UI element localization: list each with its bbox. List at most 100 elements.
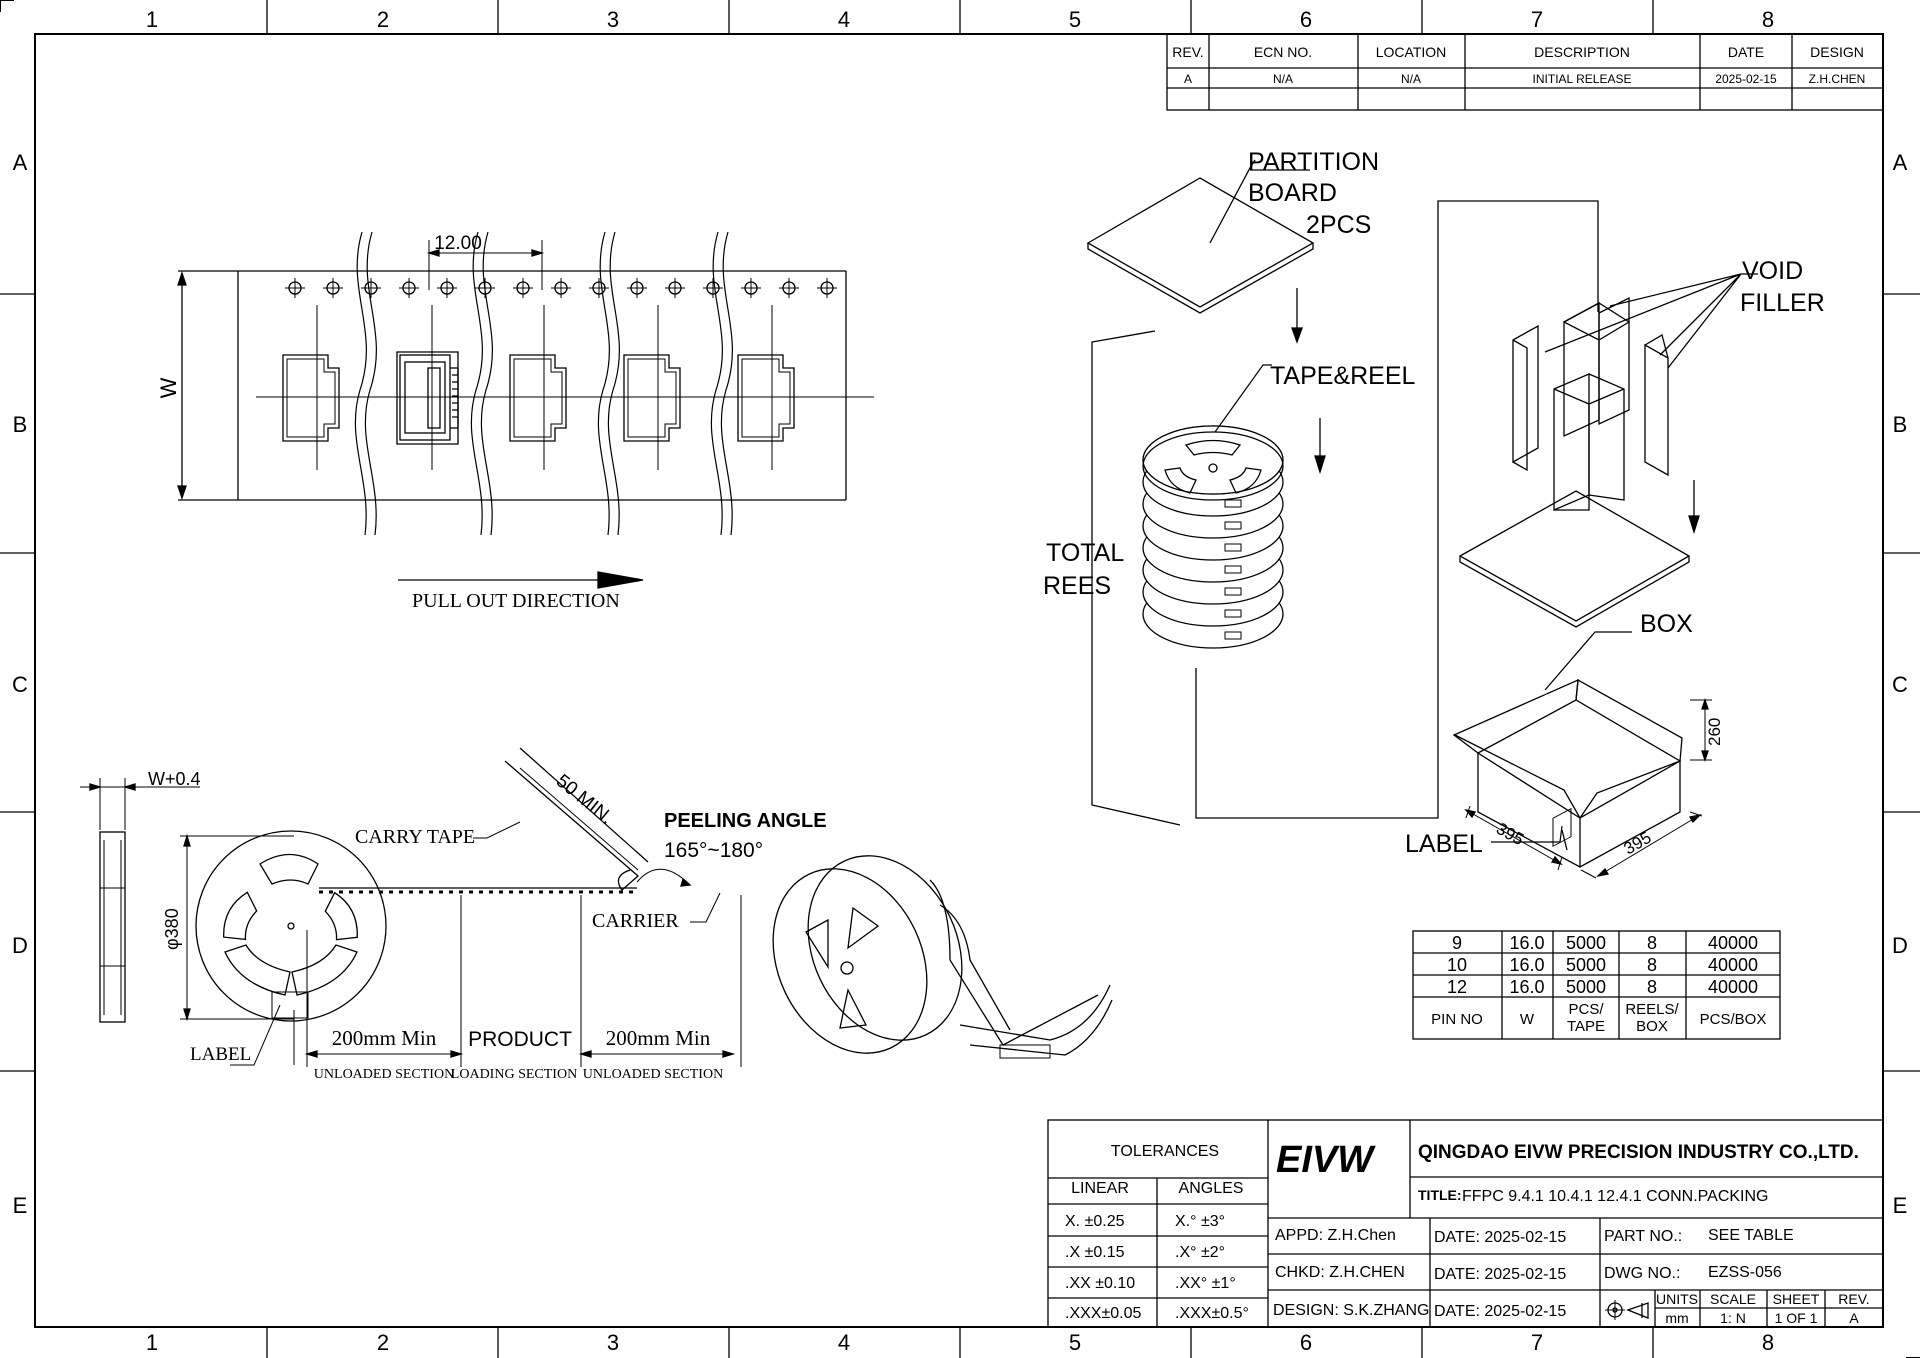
zone-column-bottom-5: 5 — [1069, 1330, 1081, 1355]
reel-3d — [772, 855, 1113, 1059]
rev-cell-date: 2025-02-15 — [1715, 72, 1777, 86]
approved-by: APPD: Z.H.Chen — [1275, 1227, 1396, 1244]
void-filler-label-1: VOID — [1742, 257, 1803, 285]
part-number-label: PART NO.: — [1604, 1228, 1682, 1245]
zone-row-right-B: B — [1893, 412, 1908, 437]
connector-part — [399, 354, 459, 441]
tape-top-view: W 12.00 — [156, 231, 874, 612]
peeling-angle-range: 165°~180° — [664, 839, 763, 862]
title-field-label: TITLE: — [1418, 1187, 1462, 1203]
angle-tol-0: X.° ±3° — [1175, 1213, 1225, 1230]
stacked-reel-top — [1142, 425, 1284, 501]
reel-width-dim: W+0.4 — [148, 769, 201, 789]
scale-value: 1: N — [1720, 1310, 1746, 1326]
section-3-name: UNLOADED SECTION — [583, 1067, 723, 1082]
reel-side-profile: W+0.4 — [80, 769, 201, 1023]
zone-column-bottom-7: 7 — [1531, 1330, 1543, 1355]
pack-cell-r0-c3: 8 — [1647, 933, 1657, 953]
design-date: DATE: 2025-02-15 — [1434, 1303, 1566, 1320]
zone-row-right-D: D — [1892, 933, 1908, 958]
reel-label-callout: LABEL — [190, 1044, 251, 1065]
sprocket-hole — [361, 278, 381, 298]
title-field-value: FFPC 9.4.1 10.4.1 12.4.1 CONN.PACKING — [1462, 1188, 1769, 1205]
zone-column-bottom-1: 1 — [146, 1330, 158, 1355]
pack-cell-r2-c4: 40000 — [1708, 977, 1758, 997]
part-number-value: SEE TABLE — [1708, 1227, 1794, 1244]
revision-table: REV. ECN NO. LOCATION DESCRIPTION DATE D… — [1166, 33, 1884, 111]
section-1-length: 200mm Min — [332, 1026, 437, 1050]
checked-by: CHKD: Z.H.CHEN — [1275, 1264, 1405, 1281]
pack-cell-r1-c4: 40000 — [1708, 955, 1758, 975]
linear-tol-3: .XXX±0.05 — [1065, 1305, 1141, 1322]
void-fillers: VOID FILLER — [1512, 257, 1825, 511]
tape-pocket — [396, 305, 459, 470]
company-name: QINGDAO EIVW PRECISION INDUSTRY CO.,LTD. — [1418, 1142, 1859, 1163]
zone-row-right-C: C — [1892, 672, 1908, 697]
zone-row-left-D: D — [12, 933, 28, 958]
tolerances-heading: TOLERANCES — [1111, 1143, 1219, 1160]
drawing-number-label: DWG NO.: — [1604, 1265, 1680, 1282]
linear-heading: LINEAR — [1071, 1180, 1129, 1197]
pack-cell-r2-c2: 5000 — [1566, 977, 1606, 997]
void-filler-label-2: FILLER — [1740, 289, 1825, 317]
rev-label: REV. — [1838, 1291, 1869, 1307]
reel-diameter-dim: φ380 — [162, 908, 182, 950]
pack-header-reels-box-1: REELS/ — [1625, 1001, 1679, 1018]
units-value: mm — [1665, 1310, 1688, 1326]
zone-column-bottom-3: 3 — [607, 1330, 619, 1355]
pitch-dimension: 12.00 — [434, 233, 482, 254]
sprocket-hole — [779, 278, 799, 298]
zone-row-left-B: B — [13, 412, 28, 437]
rev-cell-location: N/A — [1401, 72, 1421, 86]
zone-column-top-7: 7 — [1531, 7, 1543, 32]
rev-cell-description: INITIAL RELEASE — [1533, 72, 1632, 86]
rev-header-location: LOCATION — [1376, 44, 1447, 60]
angle-tol-2: .XX° ±1° — [1175, 1275, 1236, 1292]
box-label: BOX — [1640, 610, 1693, 638]
section-2-length: PRODUCT — [468, 1028, 572, 1051]
rev-header-design: DESIGN — [1810, 44, 1864, 60]
rev-value: A — [1849, 1310, 1859, 1326]
angle-tol-3: .XXX±0.5° — [1175, 1305, 1249, 1322]
break-lines — [354, 231, 733, 536]
zone-row-left-C: C — [12, 672, 28, 697]
pack-header-pcs-tape-2: TAPE — [1567, 1018, 1605, 1035]
approved-date: DATE: 2025-02-15 — [1434, 1229, 1566, 1246]
rev-cell-design: Z.H.CHEN — [1809, 72, 1866, 86]
tape-pocket — [282, 305, 340, 470]
pack-cell-r1-c0: 10 — [1447, 955, 1467, 975]
section-3-length: 200mm Min — [606, 1026, 711, 1050]
sprocket-hole — [513, 278, 533, 298]
pack-cell-r0-c1: 16.0 — [1509, 933, 1544, 953]
pack-header-w: W — [1520, 1011, 1535, 1028]
zone-column-top-6: 6 — [1300, 7, 1312, 32]
box-width-dim: 395 — [1621, 828, 1655, 859]
sprocket-hole — [741, 278, 761, 298]
rev-cell-rev: A — [1184, 72, 1192, 86]
tape-width-label: W — [156, 377, 181, 398]
linear-tol-0: X. ±0.25 — [1065, 1213, 1125, 1230]
rev-header-date: DATE — [1728, 44, 1764, 60]
total-reels-label-2: REES — [1043, 572, 1111, 600]
sprocket-hole — [285, 278, 305, 298]
section-1-name: UNLOADED SECTION — [314, 1067, 454, 1082]
tape-reel-label: TAPE&REEL — [1270, 362, 1416, 390]
sprocket-hole — [627, 278, 647, 298]
pack-cell-r2-c3: 8 — [1647, 977, 1657, 997]
tape-pocket — [623, 305, 681, 470]
zone-column-top-8: 8 — [1762, 7, 1774, 32]
partition-label-2: BOARD — [1248, 179, 1337, 207]
carry-tape-label: CARRY TAPE — [355, 826, 475, 848]
sprocket-hole — [399, 278, 419, 298]
linear-tol-2: .XX ±0.10 — [1065, 1275, 1135, 1292]
zone-column-top-4: 4 — [838, 7, 850, 32]
tape-pockets — [282, 305, 795, 470]
zone-column-bottom-8: 8 — [1762, 1330, 1774, 1355]
sprocket-hole — [703, 278, 723, 298]
rev-cell-ecn: N/A — [1273, 72, 1293, 86]
zone-column-top-3: 3 — [607, 7, 619, 32]
peeling-angle-title: PEELING ANGLE — [664, 810, 827, 832]
zone-row-right-E: E — [1893, 1193, 1908, 1218]
